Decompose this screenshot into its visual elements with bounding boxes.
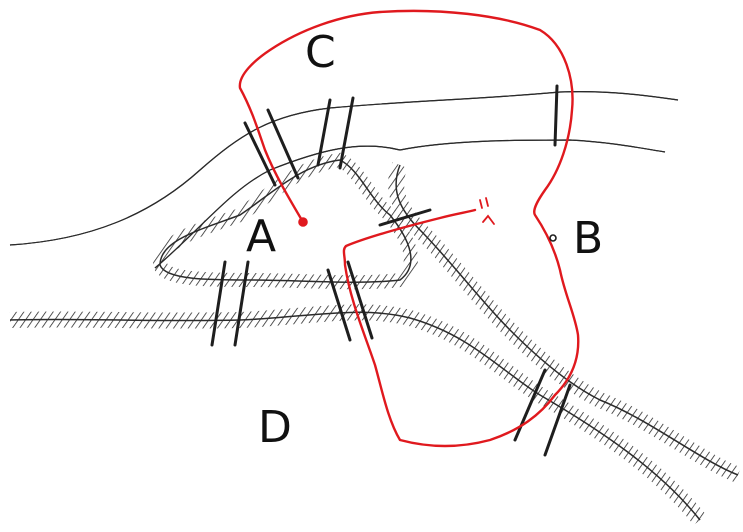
bridge-2 [316, 98, 332, 167]
lower-river [9, 304, 707, 525]
bridge-6 [553, 84, 559, 147]
island-a-shore [152, 152, 418, 290]
bridge-7b [543, 383, 572, 457]
start-point-dot [298, 217, 308, 227]
bridge-4b [346, 260, 374, 340]
bridge-4 [326, 268, 352, 342]
bridge-7 [513, 368, 547, 442]
label-b: B [573, 213, 603, 264]
bridge-3b [233, 260, 250, 347]
bridge-3 [210, 260, 227, 347]
b-point-dot [549, 234, 557, 242]
label-c: C [305, 27, 336, 78]
red-path [238, 9, 580, 448]
label-a: A [246, 211, 276, 262]
right-channel [388, 162, 742, 483]
bridge-5 [378, 208, 432, 227]
stuck-marker-icon [479, 197, 495, 225]
bridge-1b [266, 108, 300, 180]
bridge-1 [243, 121, 277, 187]
bridge-2b [338, 96, 355, 170]
label-d: D [258, 402, 292, 453]
walking-path [238, 9, 580, 448]
bridges [210, 84, 572, 457]
